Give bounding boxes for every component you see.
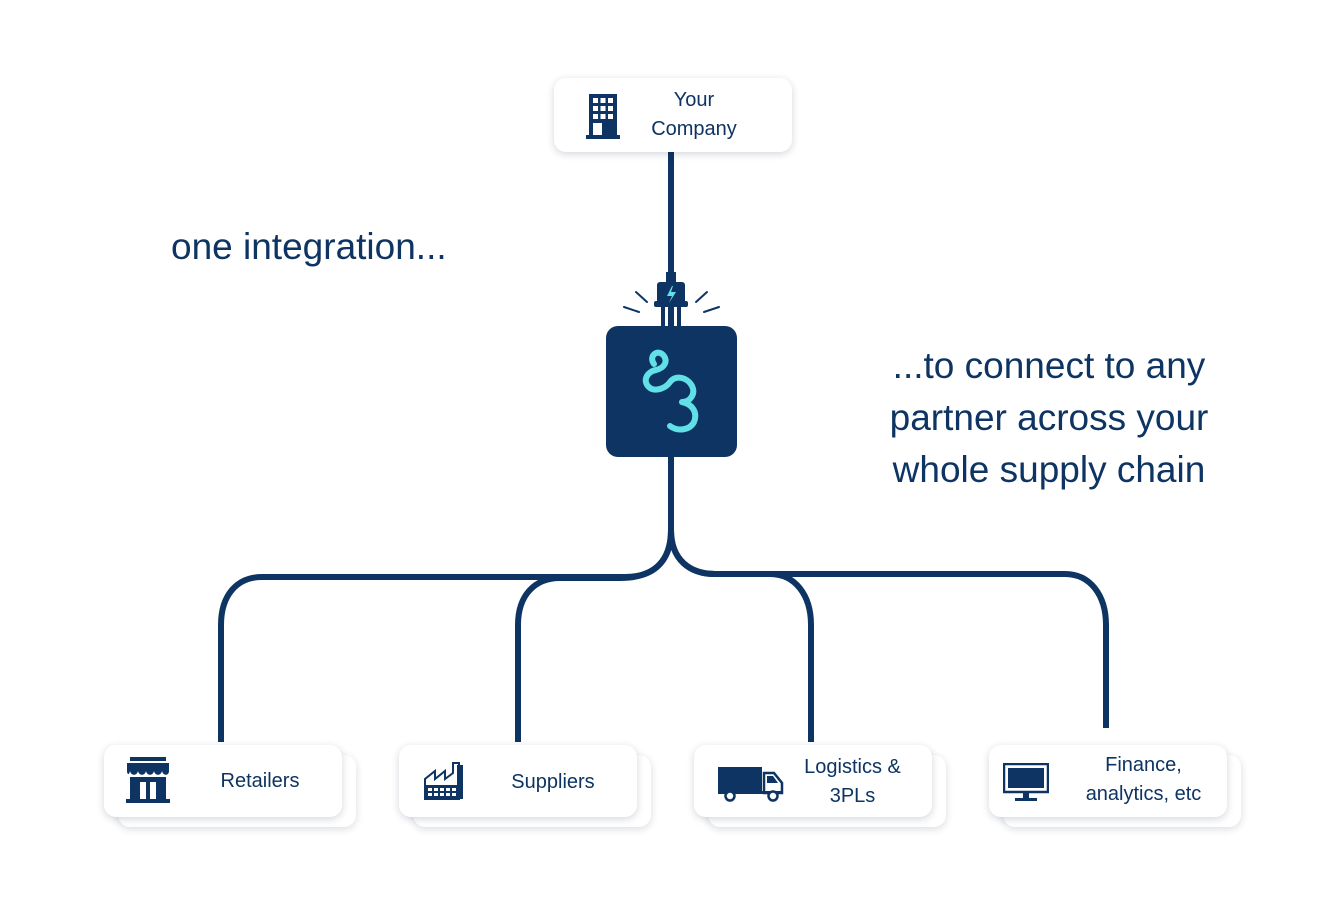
logistics-branch-line (668, 529, 814, 742)
monitor-icon (1003, 763, 1049, 803)
plug-icon (654, 272, 688, 327)
logistics-label: Logistics & 3PLs (804, 756, 901, 807)
tagline-connect-partners: ...to connect to any partner across your… (889, 345, 1209, 490)
tagline-one-integration: one integration... (171, 226, 447, 267)
retailers-label: Retailers (220, 770, 300, 792)
finance-branch-line (668, 529, 1109, 728)
your-company-label: Your Company (651, 89, 737, 140)
office-building-icon (586, 92, 620, 140)
suppliers-branch-line (515, 529, 674, 742)
finance-label: Finance, analytics, etc (1085, 754, 1202, 805)
logistics-card: Logistics & 3PLs (694, 745, 946, 827)
retailers-card: Retailers (104, 745, 356, 827)
suppliers-card: Suppliers (399, 745, 651, 827)
storefront-icon (126, 757, 170, 803)
suppliers-label: Suppliers (511, 771, 595, 793)
truck-icon (718, 763, 784, 803)
integration-hub (606, 326, 737, 457)
spark-lines (623, 291, 720, 313)
retailers-branch-line (218, 529, 674, 742)
factory-icon (423, 761, 467, 801)
brand-logo-icon (642, 349, 699, 433)
finance-card: Finance, analytics, etc (989, 745, 1241, 827)
your-company-card: Your Company (554, 78, 792, 152)
